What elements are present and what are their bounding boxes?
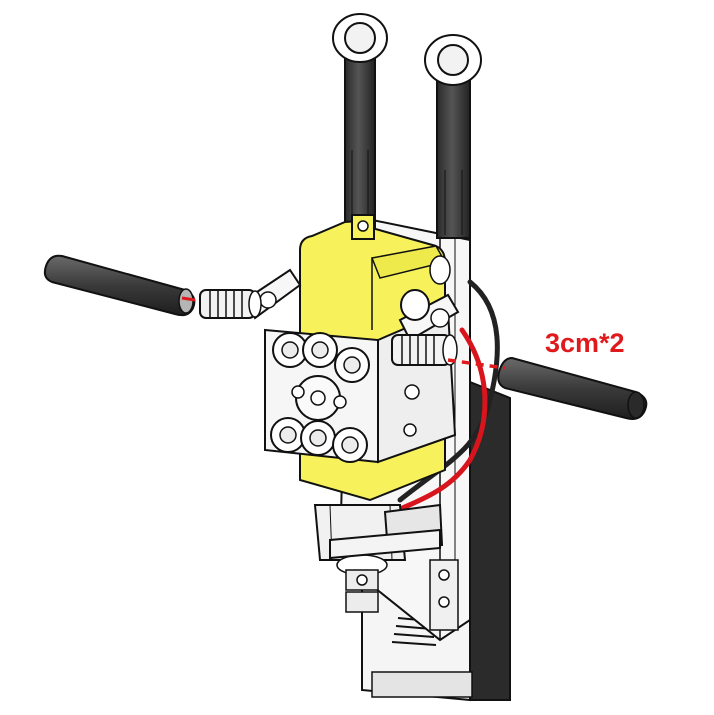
connector-peg-right (391, 334, 458, 366)
side-rod-right (497, 356, 648, 420)
measurement-label: 3cm*2 (545, 328, 625, 358)
measurement-dash-left (181, 296, 196, 302)
side-link-right (398, 289, 460, 342)
upper-rod-right (424, 34, 482, 239)
side-rod-left (43, 254, 196, 317)
measurement-dash (447, 358, 506, 370)
upper-rod-left (332, 13, 388, 229)
connector-peg-left (199, 289, 262, 319)
battery-clip (329, 503, 444, 560)
